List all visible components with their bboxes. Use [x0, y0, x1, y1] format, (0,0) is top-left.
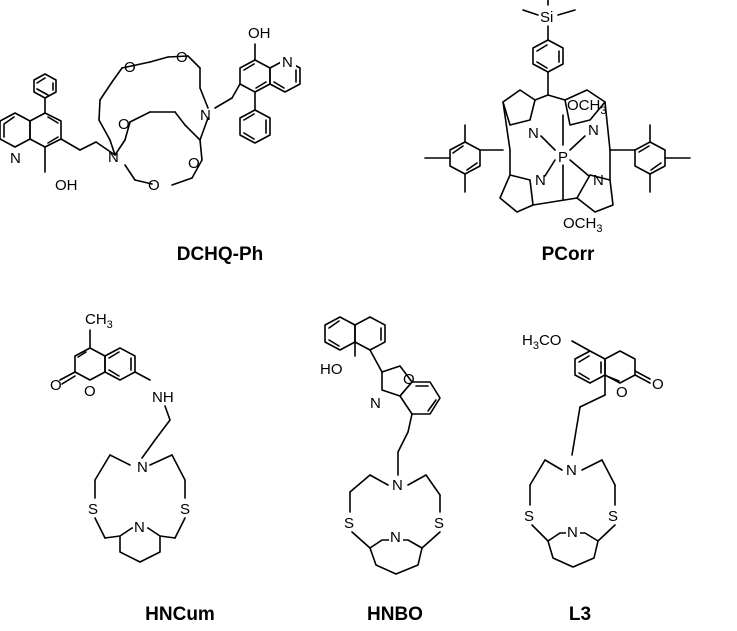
caption-hncum: HNCum	[145, 604, 215, 625]
quinoline-left-pyridine	[0, 112, 31, 148]
atom-s: S	[434, 515, 444, 532]
atom-o: O	[403, 371, 415, 388]
coumarin-pyranone	[604, 350, 636, 384]
atom-n: N	[200, 107, 211, 124]
atom-n: N	[593, 172, 604, 189]
hnbo-drawing: HO O N N S S N	[320, 316, 444, 575]
atom-n: N	[134, 519, 145, 536]
pyrrole-ring	[502, 89, 536, 126]
atom-o: O	[652, 376, 664, 393]
quinoline-right-benzo	[239, 59, 271, 93]
atom-nh: NH	[152, 389, 174, 406]
coumarin-pyranone	[74, 347, 106, 381]
atom-o: O	[84, 383, 96, 400]
structure-l3: H3CO O O N S S N	[500, 315, 737, 590]
structure-pcorr: Si N N N N P OCH3 OCH3	[395, 0, 737, 240]
atom-p: P	[558, 149, 568, 166]
l3-drawing: H3CO O O N S S N	[522, 332, 664, 568]
pyridine-ring	[547, 532, 599, 568]
atom-s: S	[524, 508, 534, 525]
caption-hnbo: HNBO	[367, 604, 423, 625]
atom-o: O	[118, 116, 130, 133]
atom-o: O	[124, 59, 136, 76]
atom-n: N	[108, 149, 119, 166]
atom-oh: OH	[55, 177, 78, 194]
pyrrole-ring	[499, 174, 534, 213]
dchq-ph-drawing: N OH N N O O O O O N OH	[0, 25, 301, 194]
atom-o: O	[148, 177, 160, 194]
structure-hncum: CH3 O O NH N S S N	[0, 300, 260, 590]
atom-o: O	[616, 384, 628, 401]
atom-s: S	[180, 501, 190, 518]
naphthyl-ring	[324, 316, 356, 351]
atom-n: N	[588, 122, 599, 139]
atom-o: O	[50, 377, 62, 394]
hncum-drawing: CH3 O O NH N S S N	[50, 311, 190, 563]
atom-ho: HO	[320, 361, 343, 378]
atom-s: S	[344, 515, 354, 532]
quinoline-left-benzo	[29, 112, 62, 148]
mesityl-ring	[449, 141, 481, 175]
atom-oh: OH	[248, 25, 271, 42]
atom-s: S	[608, 508, 618, 525]
caption-pcorr: PCorr	[541, 244, 595, 265]
caption-l3: L3	[568, 604, 592, 625]
caption-dchq-ph: DCHQ-Ph	[176, 244, 264, 265]
atom-n: N	[137, 459, 148, 476]
mesityl-ring	[634, 141, 666, 175]
atom-n: N	[390, 529, 401, 546]
atom-n: N	[370, 395, 381, 412]
atom-n: N	[566, 462, 577, 479]
atom-s: S	[88, 501, 98, 518]
atom-o: O	[176, 49, 188, 66]
pcorr-drawing: Si N N N N P OCH3 OCH3	[424, 0, 691, 235]
atom-h3co: H3CO	[522, 332, 561, 352]
atom-n: N	[10, 150, 21, 167]
atom-ch3: CH3	[85, 311, 113, 331]
pyrrole-ring	[576, 174, 614, 213]
pyridine-ring	[369, 539, 423, 575]
structure-hnbo: HO O N N S S N	[290, 290, 490, 590]
atom-och3: OCH3	[567, 97, 606, 117]
pyrrole-ring	[564, 89, 606, 126]
atom-n: N	[282, 54, 293, 71]
atom-och3: OCH3	[563, 215, 602, 235]
atom-n: N	[528, 125, 539, 142]
atom-o: O	[188, 155, 200, 172]
phenyl-ring	[239, 109, 271, 144]
atom-n: N	[392, 477, 403, 494]
structure-dchq-ph: N OH N N O O O O O N OH	[0, 0, 340, 230]
atom-n: N	[535, 172, 546, 189]
atom-n: N	[567, 524, 578, 541]
atom-si: Si	[540, 9, 553, 26]
